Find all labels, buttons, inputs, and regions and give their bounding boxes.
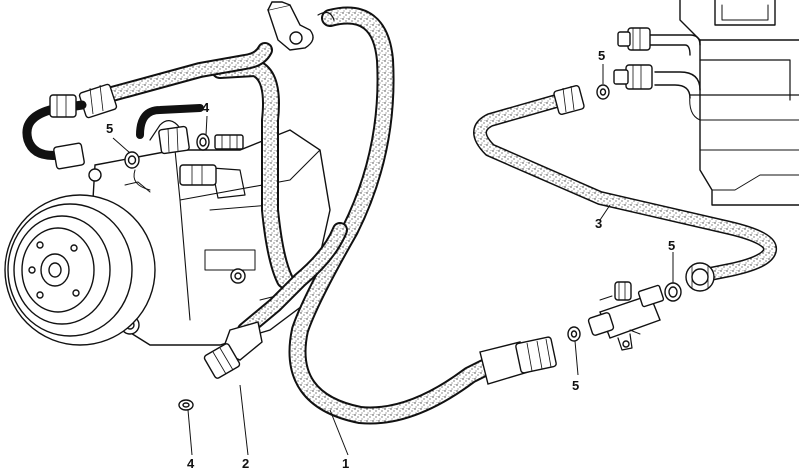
leader-lines bbox=[112, 64, 674, 456]
callout-5-left: 5 bbox=[106, 121, 113, 136]
callout-1: 1 bbox=[342, 456, 349, 471]
hose-3 bbox=[473, 85, 777, 292]
callout-4-lower: 4 bbox=[187, 456, 195, 471]
callout-3: 3 bbox=[595, 216, 602, 231]
compressor-pipe-fittings bbox=[124, 104, 244, 186]
callout-labels: 1 2 3 4 4 5 5 5 5 bbox=[106, 48, 675, 471]
engine-block bbox=[679, 0, 799, 206]
callout-5-right: 5 bbox=[668, 238, 675, 253]
callout-5-top-right: 5 bbox=[598, 48, 605, 63]
t-fitting bbox=[587, 281, 665, 351]
callout-4-upper: 4 bbox=[202, 100, 210, 115]
callout-2: 2 bbox=[242, 456, 249, 471]
hose-1 bbox=[211, 6, 557, 425]
hose-2 bbox=[22, 1, 348, 379]
callout-5-bottom: 5 bbox=[572, 378, 579, 393]
ac-compressor bbox=[4, 120, 331, 346]
engine-pipe-fittings bbox=[613, 27, 701, 99]
o-rings bbox=[178, 84, 682, 411]
